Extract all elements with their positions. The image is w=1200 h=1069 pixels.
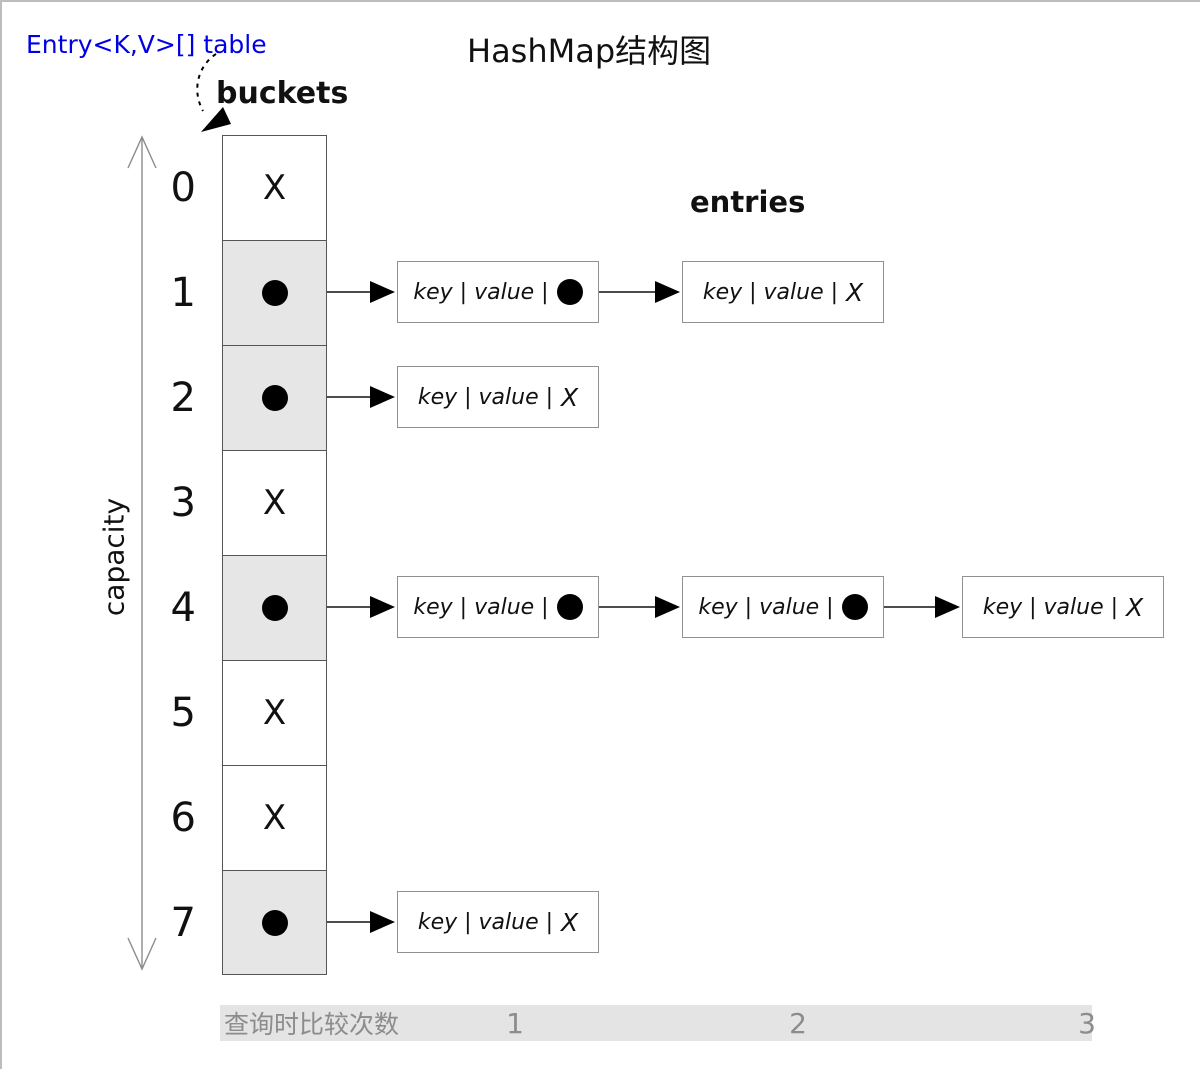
entry-pointer-dot: [261, 595, 288, 621]
entry-array-label: Entry<K,V>[] table: [26, 30, 267, 59]
buckets-label: buckets: [216, 76, 349, 111]
bucket-index-0: 0: [170, 164, 196, 211]
null-marker: X: [262, 693, 287, 733]
entry-box: key | value | X: [962, 576, 1164, 638]
entry-text: key | value |: [417, 909, 554, 935]
null-marker: X: [846, 277, 864, 307]
page-title: HashMap结构图: [467, 32, 712, 70]
bucket-index-3: 3: [170, 479, 196, 526]
null-marker: X: [262, 168, 287, 208]
bucket-index-6: 6: [170, 794, 196, 841]
comparison-count-label: 查询时比较次数: [224, 1010, 400, 1039]
entry-box: key | value | X: [682, 261, 884, 323]
entry-pointer-dot: [261, 909, 288, 936]
entry-pointer-dot: [261, 385, 288, 411]
bucket-cell-5: X: [222, 660, 327, 765]
bucket-cell-7: [222, 870, 327, 975]
null-marker: X: [1126, 592, 1144, 622]
bucket-cell-4: [222, 555, 327, 660]
entry-pointer-dot: [261, 280, 288, 306]
entry-text: key | value |: [702, 279, 839, 305]
entry-text: key | value |: [413, 279, 549, 305]
next-pointer-dot: [556, 279, 583, 305]
next-pointer-dot: [556, 594, 583, 620]
entry-box: key | value |: [397, 261, 599, 323]
bucket-cell-2: [222, 345, 327, 450]
bucket-index-7: 7: [170, 899, 196, 946]
entry-box: key | value | X: [397, 366, 599, 428]
bucket-cell-0: X: [222, 135, 327, 240]
null-marker: X: [262, 483, 287, 523]
capacity-label: capacity: [97, 497, 131, 617]
entry-text: key | value |: [413, 594, 549, 620]
entries-label: entries: [690, 185, 806, 219]
comparison-count-1: 1: [506, 1006, 524, 1040]
null-marker: X: [262, 798, 287, 838]
next-pointer-dot: [841, 594, 868, 620]
comparison-count-2: 2: [789, 1006, 807, 1040]
comparison-count-3: 3: [1078, 1006, 1096, 1040]
bucket-cell-1: [222, 240, 327, 345]
entry-box: key | value | X: [397, 891, 599, 953]
entry-box: key | value |: [682, 576, 884, 638]
null-marker: X: [561, 907, 579, 937]
entry-text: key | value |: [698, 594, 834, 620]
bucket-cell-6: X: [222, 765, 327, 870]
comparison-count-bar: 查询时比较次数 1 2 3: [220, 1005, 1096, 1041]
bucket-index-1: 1: [170, 269, 196, 316]
bucket-index-5: 5: [170, 689, 196, 736]
entry-box: key | value |: [397, 576, 599, 638]
bucket-cell-3: X: [222, 450, 327, 555]
entry-text: key | value |: [982, 594, 1119, 620]
entry-text: key | value |: [417, 384, 554, 410]
bucket-index-4: 4: [170, 584, 196, 631]
bucket-index-2: 2: [170, 374, 196, 421]
null-marker: X: [561, 382, 579, 412]
